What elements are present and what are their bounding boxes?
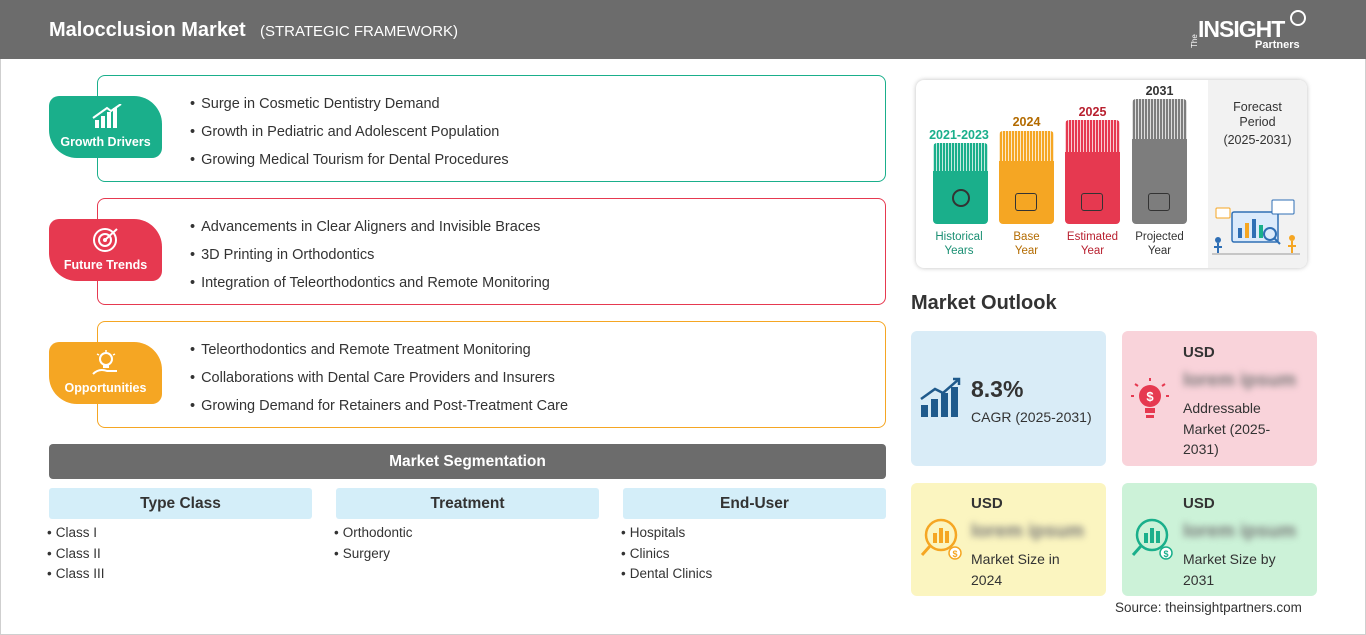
header-bar: Malocclusion Market (STRATEGIC FRAMEWORK… [0,0,1366,59]
projection-board-icon [1148,193,1170,211]
forecast-period-range: (2025-2031) [1223,133,1292,147]
forecast-period-title: Forecast Period [1233,100,1282,129]
list-item: 3D Printing in Orthodontics [190,246,550,274]
opportunities-label: Opportunities [64,381,147,395]
market-outlook-title: Market Outlook [911,292,1057,314]
logo-partners-text: Partners [1255,39,1300,51]
calendar-icon [1015,193,1037,211]
size-2024-value: lorem ipsum [971,521,1084,542]
future-trends-badge: Future Trends [49,219,162,281]
growth-drivers-badge: Growth Drivers [49,96,162,158]
treatment-list: Orthodontic Surgery [334,525,413,566]
addressable-label: Addressable Market (2025-2031) [1183,400,1271,457]
opportunities-box: Teleorthodontics and Remote Treatment Mo… [97,321,886,428]
insight-partners-logo: The INSIGHT Partners [1190,10,1310,54]
source-credit: Source: theinsightpartners.com [1115,600,1302,615]
timeline-caption-base: Base Year [1013,231,1040,257]
chart-magnifier-icon: $ [1131,518,1173,560]
chart-magnifier-icon: $ [920,518,962,560]
bar-growth-icon [92,104,122,128]
historical-years-column [933,143,988,224]
timeline-caption-historical: Historical Years [935,231,983,257]
addressable-market-card: $ USD lorem ipsum Addressable Market (20… [1122,331,1317,466]
timeline-year-base: 2024 [1012,115,1041,129]
growth-drivers-list: Surge in Cosmetic Dentistry Demand Growt… [190,95,509,179]
size-2031-value: lorem ipsum [1183,521,1296,542]
future-trends-box: Advancements in Clear Aligners and Invis… [97,198,886,305]
timeline-year-historical: 2021-2023 [929,128,989,142]
opportunities-list: Teleorthodontics and Remote Treatment Mo… [190,341,568,425]
growth-chart-icon [920,377,961,417]
timeline-year-estimated: 2025 [1078,105,1107,119]
segment-heading-treatment: Treatment [336,488,599,519]
segment-heading-end-user: End-User [623,488,886,519]
list-item: Class II [47,546,105,567]
addressable-value: lorem ipsum [1183,370,1296,391]
size-2031-usd-label: USD [1183,495,1215,512]
svg-text:$: $ [952,549,957,559]
market-size-2024-card: $ USD lorem ipsum Market Size in 2024 [911,483,1106,596]
list-item: Growing Demand for Retainers and Post-Tr… [190,397,568,425]
list-item: Class III [47,566,105,587]
growth-drivers-label: Growth Drivers [60,135,151,149]
future-trends-list: Advancements in Clear Aligners and Invis… [190,218,550,302]
analytics-team-illustration [1212,199,1300,255]
money-bulb-icon: $ [1131,378,1169,418]
cagr-card: 8.3% CAGR (2025-2031) [911,331,1106,466]
end-user-list: Hospitals Clinics Dental Clinics [621,525,713,587]
list-item: Hospitals [621,525,712,546]
list-item: Integration of Teleorthodontics and Remo… [190,274,550,302]
market-segmentation-header: Market Segmentation [49,444,886,479]
cagr-value: 8.3% [971,376,1024,402]
market-size-2031-card: $ USD lorem ipsum Market Size by 2031 [1122,483,1317,596]
history-clock-icon [952,189,970,207]
growth-drivers-box: Surge in Cosmetic Dentistry Demand Growt… [97,75,886,182]
list-item: Growing Medical Tourism for Dental Proce… [190,151,509,179]
timeline-caption-estimated: Estimated Year [1066,231,1119,257]
list-item: Teleorthodontics and Remote Treatment Mo… [190,341,568,369]
timeline-caption-projected: Projected Year [1135,231,1184,257]
size-2024-label: Market Size in 2024 [971,551,1060,588]
lightbulb-hand-icon [92,350,117,375]
list-item: Orthodontic [334,525,413,546]
list-item: Surgery [334,546,413,567]
addressable-usd-label: USD [1183,344,1215,361]
opportunities-badge: Opportunities [49,342,162,404]
target-icon [93,228,118,252]
projected-year-column [1132,99,1187,224]
list-item: Collaborations with Dental Care Provider… [190,369,568,397]
type-class-list: Class I Class II Class III [47,525,105,587]
svg-text:$: $ [1146,389,1154,404]
future-trends-label: Future Trends [63,258,148,272]
cagr-label: CAGR (2025-2031) [971,409,1092,425]
base-year-column [999,131,1054,224]
segment-heading-type-class: Type Class [49,488,312,519]
list-item: Growth in Pediatric and Adolescent Popul… [190,123,509,151]
list-item: Clinics [621,546,712,567]
page-title: Malocclusion Market [49,19,246,41]
page-subtitle: (STRATEGIC FRAMEWORK) [260,23,459,40]
logo-insight-text: INSIGHT [1198,16,1285,42]
list-item: Class I [47,525,105,546]
svg-text:$: $ [1163,549,1168,559]
timeline-card: 2021-2023 Historical Years 2024 Base Yea… [916,80,1307,268]
list-item: Dental Clinics [621,566,713,587]
size-2024-usd-label: USD [971,495,1003,512]
list-item: Surge in Cosmetic Dentistry Demand [190,95,509,123]
logo-ring-icon [1290,10,1306,26]
estimate-chart-icon [1081,193,1103,211]
list-item: Advancements in Clear Aligners and Invis… [190,218,550,246]
estimated-year-column [1065,120,1120,224]
size-2031-label: Market Size by 2031 [1183,551,1276,588]
timeline-year-projected: 2031 [1145,84,1174,98]
